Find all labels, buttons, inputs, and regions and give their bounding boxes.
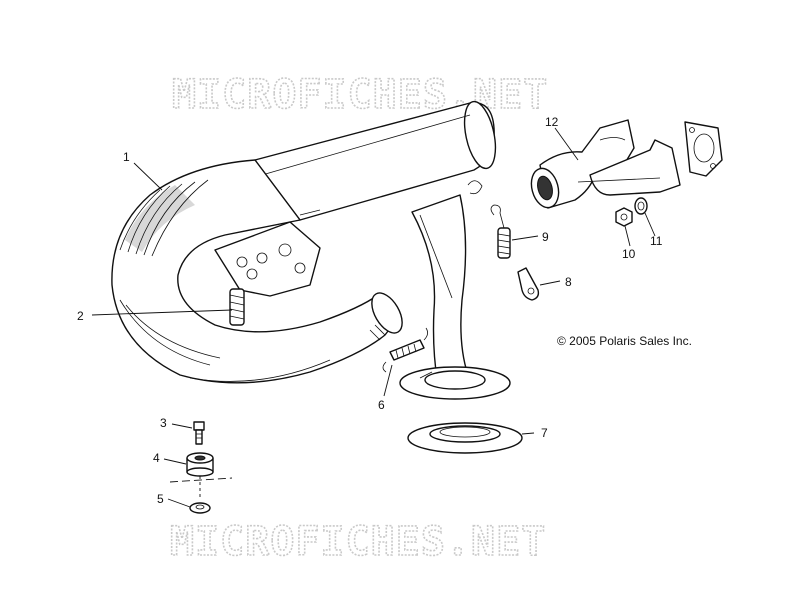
washer-icon xyxy=(634,197,648,215)
copyright-text: © 2005 Polaris Sales Inc. xyxy=(557,334,692,348)
callout-10: 10 xyxy=(622,247,636,261)
callout-11: 11 xyxy=(650,234,663,248)
callout-6: 6 xyxy=(378,398,385,412)
callout-4: 4 xyxy=(153,451,160,465)
watermark-top: MICROFICHES.NET xyxy=(172,72,548,118)
nut-icon xyxy=(615,207,633,227)
callout-8: 8 xyxy=(565,275,572,289)
leader-lines xyxy=(91,127,656,508)
exhaust-manifold-icon xyxy=(530,119,681,209)
spring-icon xyxy=(229,288,245,326)
spring-icon-9 xyxy=(490,204,511,259)
washer-icon-5 xyxy=(189,502,211,514)
clamp-icon xyxy=(517,267,540,301)
callout-1: 1 xyxy=(123,150,130,164)
watermark-bottom: MICROFICHES.NET xyxy=(170,519,546,565)
callout-2: 2 xyxy=(77,309,84,323)
callout-12: 12 xyxy=(545,115,559,129)
callout-7: 7 xyxy=(541,426,548,440)
muffler-icon xyxy=(111,100,497,384)
seal-icon xyxy=(407,422,523,454)
callout-3: 3 xyxy=(160,416,167,430)
callout-5: 5 xyxy=(157,492,164,506)
grommet-icon xyxy=(186,452,214,477)
spring-icon-6 xyxy=(382,327,428,373)
callout-9: 9 xyxy=(542,230,549,244)
exhaust-pipe-icon xyxy=(399,180,511,400)
bolt-icon xyxy=(193,421,205,445)
gasket-icon xyxy=(684,121,723,177)
